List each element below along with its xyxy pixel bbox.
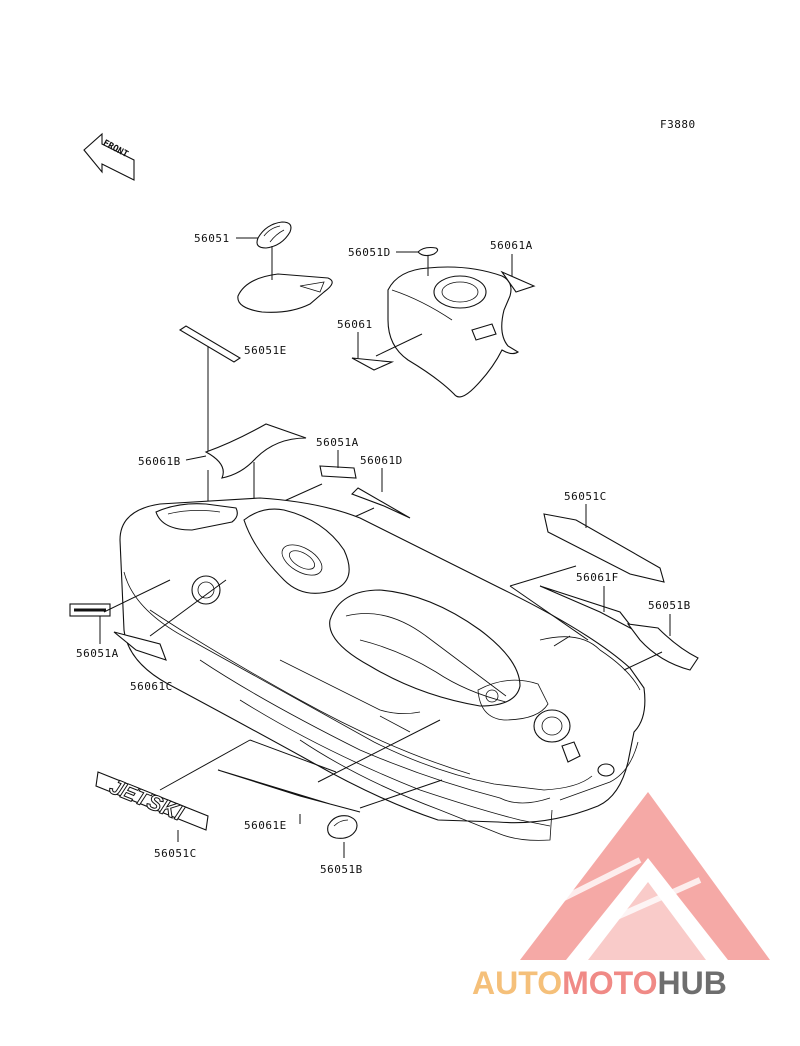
callout-56051C-right: 56051C xyxy=(564,490,607,503)
front-arrow-icon: FRONT xyxy=(83,132,135,181)
callout-56061E: 56061E xyxy=(244,819,287,832)
decal-56061A xyxy=(500,270,536,293)
watermark-text: AUTOMOTOHUB xyxy=(472,965,727,1001)
stripe-decal-56061E xyxy=(217,769,361,813)
kawasaki-decal-56051A xyxy=(69,603,111,617)
callout-56051B-right: 56051B xyxy=(648,599,691,612)
front-hatch-cover xyxy=(237,273,333,313)
callout-56061F: 56061F xyxy=(576,571,619,584)
callout-56051A-left: 56051A xyxy=(76,647,119,660)
emblem-56051B xyxy=(327,815,358,839)
decal-56061C xyxy=(113,631,167,661)
callout-56051A-top: 56051A xyxy=(316,436,359,449)
hatch-emblem-56051 xyxy=(256,221,292,249)
strip-decal-56051E xyxy=(178,325,242,363)
callout-56061C: 56061C xyxy=(130,680,173,693)
watermark-part-b: MOTO xyxy=(562,965,657,1001)
hull-body xyxy=(119,497,646,841)
decal-56051B-right xyxy=(626,623,699,671)
callout-56051E: 56051E xyxy=(244,344,287,357)
callout-56061D: 56061D xyxy=(360,454,403,467)
figure-code: F3880 xyxy=(660,118,696,131)
watermark-part-a: AUTO xyxy=(472,965,562,1001)
callout-56051B-bottom: 56051B xyxy=(320,863,363,876)
emblem-56051D xyxy=(417,246,439,257)
callout-56061A-top: 56061A xyxy=(490,239,533,252)
watermark-part-c: HUB xyxy=(657,965,726,1001)
decal-56061B xyxy=(204,423,307,479)
automotohub-watermark xyxy=(520,792,770,960)
decal-56051A-small xyxy=(319,465,357,479)
decal-56061 xyxy=(351,357,395,371)
callout-56051: 56051 xyxy=(194,232,230,245)
callout-56061B: 56061B xyxy=(138,455,181,468)
decal-56061D xyxy=(351,487,411,519)
callout-56051C-bottom: 56051C xyxy=(154,847,197,860)
jetski-logo-decal-56051C: JETSKI xyxy=(95,771,209,831)
callout-56051D: 56051D xyxy=(348,246,391,259)
decal-56051C-right xyxy=(543,513,665,583)
callout-56061: 56061 xyxy=(337,318,373,331)
steering-cover xyxy=(387,266,520,398)
